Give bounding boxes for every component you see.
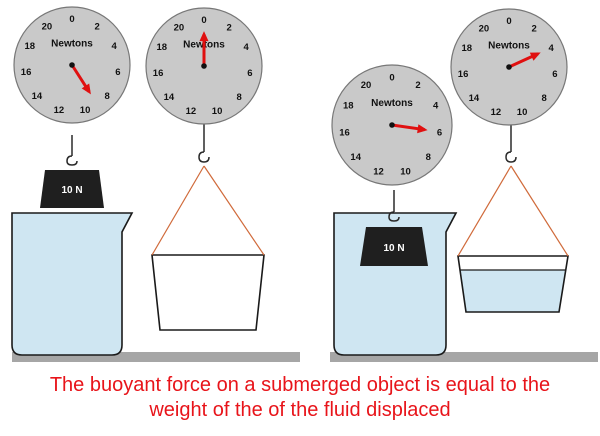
left-bucket-dial-tick-10: 10 [212, 106, 223, 117]
left-weight-dial-tick-6: 6 [115, 67, 120, 78]
left-weight-dial-tick-10: 10 [80, 105, 91, 116]
left-bucket-dial-needle-hub [201, 63, 207, 69]
left-bucket-dial-tick-2: 2 [226, 23, 231, 34]
right-weight-hook [388, 211, 400, 222]
right-weight-label: 10 N [383, 243, 404, 254]
right-bucket-fluid [460, 270, 566, 312]
left-bucket-dial-tick-0: 0 [201, 15, 206, 26]
right-bucket-dial-tick-14: 14 [469, 93, 480, 104]
right-weight-dial-tick-6: 6 [437, 127, 442, 138]
right-bucket-dial-tick-16: 16 [458, 69, 469, 80]
left-bucket-dial-tick-6: 6 [247, 68, 252, 79]
left-bucket-hook [198, 151, 210, 163]
right-bucket-dial-tick-6: 6 [552, 69, 557, 80]
left-weight-dial-tick-12: 12 [54, 105, 65, 116]
right-bucket-hook [505, 151, 517, 163]
right-weight-dial-tick-16: 16 [339, 127, 350, 138]
left-weight-dial-tick-0: 0 [69, 14, 74, 25]
caption: The buoyant force on a submerged object … [0, 373, 600, 423]
left-bucket-dial-tick-20: 20 [174, 23, 185, 34]
right-bucket-dial-needle-arrowhead [529, 52, 541, 61]
left-bucket-dial-tick-12: 12 [186, 106, 197, 117]
left-weight-hook [66, 155, 78, 166]
right-table [330, 352, 598, 362]
right-bucket-string-right [510, 165, 569, 257]
left-bucket-dial-tick-4: 4 [244, 42, 250, 53]
left-weight-dial-needle-arrowhead [81, 83, 91, 95]
left-weight-dial-tick-2: 2 [94, 22, 99, 33]
right-catch-bucket [457, 255, 569, 313]
left-weight-dial-tick-16: 16 [21, 67, 32, 78]
right-weight-dial-tick-2: 2 [415, 80, 420, 91]
right-bucket-dial-tick-20: 20 [479, 24, 490, 35]
caption-line-2: weight of the of the fluid displaced [149, 399, 451, 421]
left-weight-dial-unit-label: Newtons [51, 38, 93, 49]
right-weight-dial-needle-arrowhead [417, 124, 428, 134]
left-weight-dial-tick-8: 8 [104, 91, 109, 102]
left-weight-dial-tick-14: 14 [32, 91, 43, 102]
right-weight-dial-needle-hub [389, 122, 395, 128]
right-weight-dial-tick-0: 0 [389, 73, 394, 84]
right-weight-dial-tick-14: 14 [350, 152, 361, 163]
left-weight [40, 170, 104, 208]
right-weight-dial-tick-10: 10 [400, 167, 411, 178]
right-bucket-dial-tick-12: 12 [491, 107, 502, 118]
right-bucket-dial-tick-18: 18 [462, 43, 473, 54]
left-bucket-dial-tick-8: 8 [236, 92, 241, 103]
left-bucket-string-right [203, 165, 265, 256]
left-weight-dial-tick-18: 18 [25, 41, 36, 52]
left-weight-dial-tick-4: 4 [112, 41, 118, 52]
left-bucket-dial-tick-18: 18 [157, 42, 168, 53]
right-weight-dial-tick-18: 18 [343, 101, 354, 112]
left-bucket-dial-needle-arrowhead [199, 31, 209, 42]
right-weight-dial-unit-label: Newtons [371, 98, 413, 109]
right-weight-dial-tick-12: 12 [373, 167, 384, 178]
right-bucket-dial-tick-0: 0 [506, 16, 511, 27]
right-weight [360, 227, 428, 266]
right-weight-dial-tick-8: 8 [426, 152, 431, 163]
right-bucket-dial-needle-hub [506, 64, 512, 70]
right-bucket-dial-tick-10: 10 [517, 107, 528, 118]
right-bucket-dial-tick-2: 2 [531, 24, 536, 35]
left-weight-label: 10 N [61, 185, 82, 196]
left-weight-dial-needle-hub [69, 62, 75, 68]
left-beaker [11, 212, 134, 356]
right-weight-dial-tick-20: 20 [361, 80, 372, 91]
left-catch-bucket [151, 254, 265, 331]
left-bucket-string-left [151, 165, 205, 256]
right-bucket-dial-tick-8: 8 [541, 93, 546, 104]
right-bucket-string-left [457, 165, 512, 257]
right-bucket-dial-unit-label: Newtons [488, 40, 530, 51]
right-bucket-dial-tick-4: 4 [549, 43, 555, 54]
left-bucket-dial-tick-14: 14 [164, 92, 175, 103]
caption-line-1: The buoyant force on a submerged object … [49, 374, 551, 396]
left-weight-dial-tick-20: 20 [42, 22, 53, 33]
right-weight-dial-tick-4: 4 [433, 101, 439, 112]
left-table [12, 352, 300, 362]
left-bucket-dial-tick-16: 16 [153, 68, 164, 79]
